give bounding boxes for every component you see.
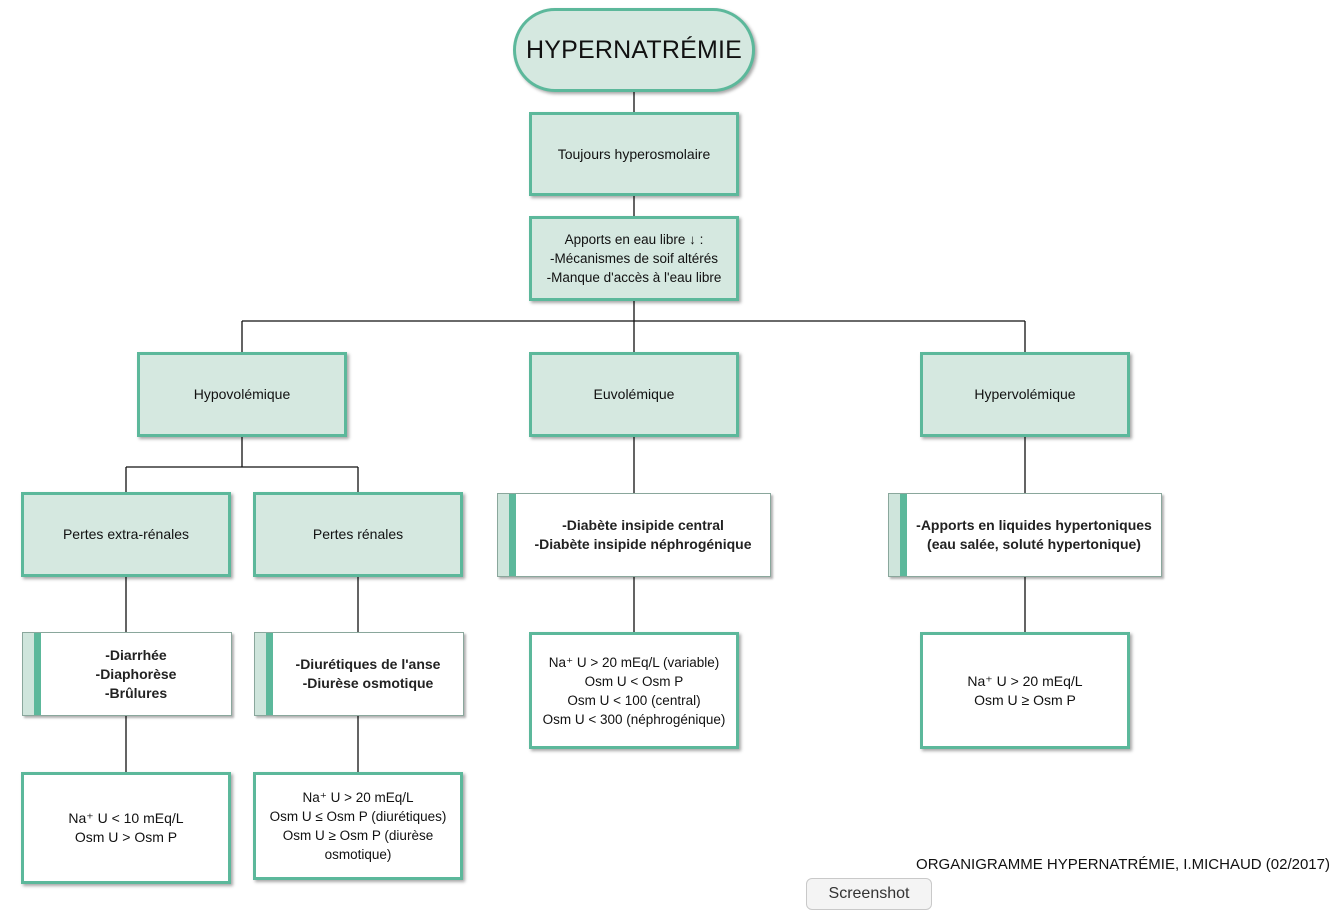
hypovolemic-node: Hypovolémique (137, 352, 347, 437)
extra-renal-lab-1: Na⁺ U < 10 mEq/L (68, 810, 184, 826)
intake-line-1: Apports en eau libre ↓ : (564, 232, 704, 247)
renal-cause-2: -Diurèse osmotique (302, 675, 434, 691)
extra-renal-lab-2: Osm U > Osm P (74, 829, 178, 845)
intake-line-3: -Manque d'accès à l'eau libre (546, 270, 722, 285)
renal-causes-node: -Diurétiques de l'anse -Diurèse osmotiqu… (254, 632, 464, 716)
hyper-lab-1: Na⁺ U > 20 mEq/L (967, 672, 1083, 689)
euvolemic-text: Euvolémique (593, 386, 675, 402)
euvo-lab-2: Osm U < Osm P (584, 673, 684, 689)
euvo-cause-2: -Diabète insipide néphrogénique (534, 536, 752, 552)
hypervolemic-labs-node: Na⁺ U > 20 mEq/L Osm U ≥ Osm P (920, 632, 1130, 749)
hyperosmolar-text: Toujours hyperosmolaire (557, 145, 711, 162)
renal-losses-node: Pertes rénales (253, 492, 463, 577)
intake-line-2: -Mécanismes de soif altérés (549, 251, 719, 266)
hypervolemic-node: Hypervolémique (920, 352, 1130, 437)
renal-losses-text: Pertes rénales (312, 526, 404, 542)
extra-renal-labs-node: Na⁺ U < 10 mEq/L Osm U > Osm P (21, 772, 231, 884)
euvolemic-labs-node: Na⁺ U > 20 mEq/L (variable) Osm U < Osm … (529, 632, 739, 749)
accent-strip (889, 494, 907, 576)
hyper-lab-2: Osm U ≥ Osm P (974, 691, 1076, 708)
euvo-lab-4: Osm U < 300 (néphrogénique) (542, 711, 726, 727)
extra-renal-cause-3: -Brûlures (104, 684, 168, 701)
renal-lab-3: Osm U ≥ Osm P (diurèse (282, 828, 434, 843)
hypovolemic-text: Hypovolémique (193, 386, 291, 402)
euvolemic-causes-node: -Diabète insipide central -Diabète insip… (497, 493, 771, 577)
title-node: HYPERNATRÉMIE (513, 8, 755, 92)
euvo-lab-3: Osm U < 100 (central) (567, 692, 701, 708)
accent-strip (255, 633, 273, 715)
screenshot-button[interactable]: Screenshot (806, 878, 932, 910)
extra-renal-cause-1: -Diarrhée (105, 646, 167, 663)
hyperosmolar-node: Toujours hyperosmolaire (529, 112, 739, 196)
euvo-cause-1: -Diabète insipide central (562, 517, 724, 533)
renal-lab-1: Na⁺ U > 20 mEq/L (302, 790, 414, 805)
accent-strip (498, 494, 516, 576)
renal-lab-2: Osm U ≤ Osm P (diurétiques) (269, 809, 447, 824)
hypervolemic-causes-node: -Apports en liquides hypertoniques (eau … (888, 493, 1162, 577)
extra-renal-causes-node: -Diarrhée -Diaphorèse -Brûlures (22, 632, 232, 716)
title-text: HYPERNATRÉMIE (525, 35, 743, 64)
hyper-cause-2: (eau salée, soluté hypertonique) (927, 536, 1141, 552)
euvolemic-node: Euvolémique (529, 352, 739, 437)
hyper-cause-1: -Apports en liquides hypertoniques (916, 517, 1152, 533)
extra-renal-losses-node: Pertes extra-rénales (21, 492, 231, 577)
free-water-intake-node: Apports en eau libre ↓ : -Mécanismes de … (529, 216, 739, 301)
accent-strip (23, 633, 41, 715)
euvo-lab-1: Na⁺ U > 20 mEq/L (variable) (548, 654, 720, 670)
extra-renal-losses-text: Pertes extra-rénales (62, 526, 190, 542)
renal-cause-1: -Diurétiques de l'anse (295, 656, 441, 672)
renal-labs-node: Na⁺ U > 20 mEq/L Osm U ≤ Osm P (diurétiq… (253, 772, 463, 880)
diagram-caption: ORGANIGRAMME HYPERNATRÉMIE, I.MICHAUD (0… (916, 856, 1330, 873)
hypervolemic-text: Hypervolémique (974, 386, 1076, 402)
extra-renal-cause-2: -Diaphorèse (95, 665, 177, 682)
renal-lab-4: osmotique) (324, 847, 392, 862)
